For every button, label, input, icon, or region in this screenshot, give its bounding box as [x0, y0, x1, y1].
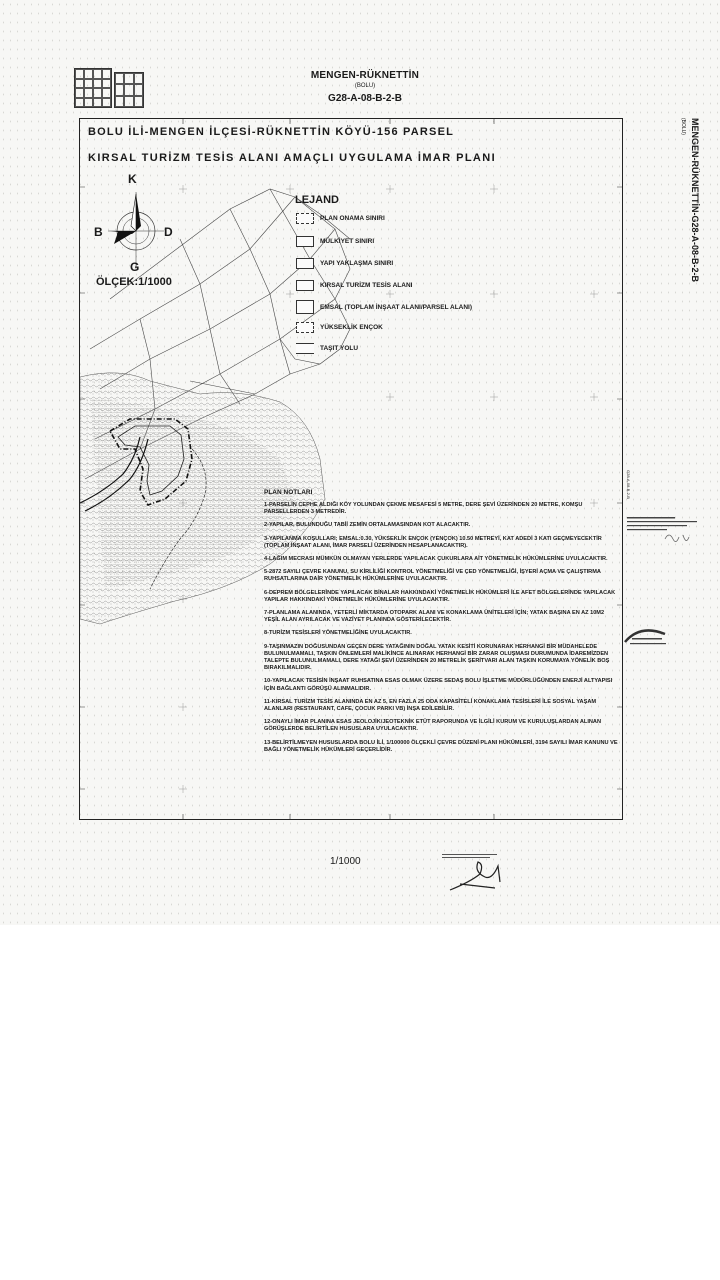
side-sheet-label: MENGEN-RÜKNETTİN-G28-A-08-B-2-B — [690, 118, 700, 283]
sheet-index-grid-left — [74, 68, 112, 108]
emsal-symbol-icon — [296, 300, 314, 314]
north-arrow-icon — [108, 192, 164, 270]
side-sheet-sublabel: (BOLU) — [680, 118, 686, 135]
legend-item-plan-boundary: PLAN ONAMA SINIRI — [296, 213, 385, 224]
grid-crosses — [179, 185, 598, 793]
plan-note: 12-ONAYLI İMAR PLANINA ESAS JEOLOJİK/JEO… — [264, 719, 601, 733]
plan-note: 3-YAPILANMA KOŞULLARI; EMSAL:0.30, YÜKSE… — [264, 535, 602, 549]
setback-symbol-icon — [296, 258, 314, 269]
road-symbol-icon — [296, 343, 314, 354]
margin-ticks — [80, 119, 622, 819]
plan-note: 6-DEPREM BÖLGELERİNDE YAPILACAK BİNALAR … — [264, 589, 616, 603]
plan-note: 4-LAĞIM MECRASI MÜMKÜN OLMAYAN YERLERDE … — [264, 556, 608, 563]
header-title: MENGEN-RÜKNETTİN — [310, 70, 420, 81]
legend-item-setback: YAPI YAKLAŞMA SINIRI — [296, 258, 393, 269]
plan-boundary-symbol-icon — [296, 213, 314, 224]
compass-east: D — [164, 225, 173, 239]
municipal-seal-icon — [624, 629, 666, 645]
legend-item-height: YÜKSEKLİK ENÇOK — [296, 322, 383, 333]
plan-note: 11-KIRSAL TURİZM TESİS ALANINDA EN AZ 5,… — [264, 698, 597, 713]
legend-item-emsal: EMSAL (TOPLAM İNŞAAT ALANI/PARSEL ALANI) — [296, 300, 472, 314]
height-symbol-icon — [296, 322, 314, 333]
plan-note: 13-BELİRTİLMEYEN HUSUSLARDA BOLU İLİ, 1/… — [264, 739, 618, 753]
road-edge-a — [84, 438, 149, 512]
map-frame — [79, 118, 623, 820]
stream-line — [149, 448, 207, 590]
plan-note: 9-TAŞINMAZIN DOĞUSUNDAN GEÇEN DERE YATAĞ… — [264, 643, 610, 672]
approval-stamp — [627, 517, 697, 542]
plan-note: 5-2872 SAYILI ÇEVRE KANUNU, SU KİRLİLİĞİ… — [264, 569, 601, 583]
compass-north: K — [128, 172, 137, 186]
sheet-index-grid-right — [114, 72, 144, 108]
compass-west: B — [94, 225, 103, 239]
building-setback-line — [117, 425, 185, 496]
plan-notes: PLAN NOTLARI 1-PARSELİN CEPHE ALDIĞI KÖY… — [264, 489, 620, 760]
legend-item-tourism-area: KIRSAL TURİZM TESİS ALANI — [296, 280, 412, 291]
plan-note: 8-TURİZM TESİSLERİ YÖNETMELİĞİNE UYULACA… — [264, 630, 412, 637]
legend-item-road: TAŞIT YOLU — [296, 343, 358, 354]
plan-title-line1: BOLU İLİ-MENGEN İLÇESİ-RÜKNETTİN KÖYÜ-15… — [88, 126, 455, 138]
tourism-area-symbol-icon — [296, 280, 314, 291]
header-subtitle: (BOLU) — [354, 83, 376, 89]
plan-title-line2: KIRSAL TURİZM TESİS ALANI AMAÇLI UYGULAM… — [88, 152, 497, 164]
scanned-sheet — [0, 0, 720, 925]
ownership-line-symbol-icon — [296, 236, 314, 247]
signature-icon — [442, 854, 501, 891]
plan-approval-boundary — [108, 418, 193, 506]
plan-note: 2-YAPILAR, BULUNDUĞU TABİİ ZEMİN ORTALAM… — [264, 522, 471, 529]
legend-title: LEJAND — [295, 194, 340, 206]
compass-south: G — [130, 260, 140, 274]
plan-note: 7-PLANLAMA ALANINDA, YETERLİ MİKTARDA OT… — [264, 610, 605, 624]
header-sheet-code: G28-A-08-B-2-B — [328, 93, 402, 104]
topographic-detail — [90, 399, 295, 589]
plan-note: 1-PARSELİN CEPHE ALDIĞI KÖY YOLUNDAN ÇEK… — [264, 502, 583, 516]
road-edge-b — [80, 436, 141, 504]
scale-label: ÖLÇEK:1/1000 — [96, 276, 172, 288]
blank-area — [0, 925, 720, 1280]
legend-item-ownership: MÜLKİYET SINIRI — [296, 236, 374, 247]
parcel-map — [80, 119, 622, 819]
right-margin-code: G28-A-08-B-2-B — [626, 470, 631, 499]
bottom-scale-label: 1/1000 — [330, 856, 361, 867]
plan-note: 10-YAPILACAK TESİSİN İNŞAAT RUHSATINA ES… — [264, 678, 613, 692]
plan-notes-title: PLAN NOTLARI — [264, 489, 313, 496]
